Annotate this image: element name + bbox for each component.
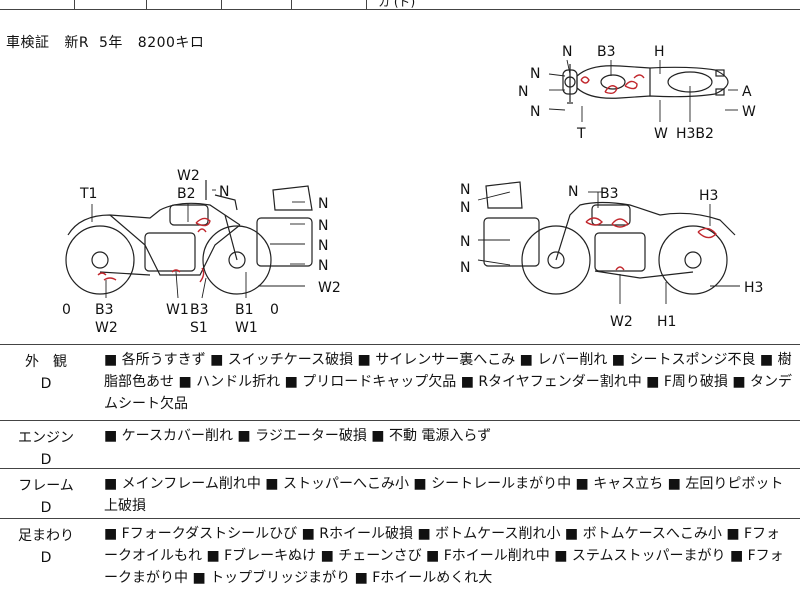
label-left-b3-exhaust: B3 (190, 302, 209, 318)
label-left-zero-rear: 0 (62, 302, 71, 318)
label-top-n2: N (530, 66, 540, 82)
label-right-n3: N (460, 234, 470, 250)
label-left-w2-top: W2 (177, 168, 200, 184)
table-row: エンジン D ■ ケースカバー削れ ■ ラジエーター破損 ■ 不動 電源入らず (0, 421, 800, 469)
label-right-h1: H1 (657, 314, 676, 330)
category-label: 足まわり (18, 528, 74, 544)
label-right-n-handle: N (568, 184, 578, 200)
left-side-motorcycle (65, 180, 313, 295)
table-row: 外 観 D ■ 各所うすきず ■ スイッチケース破損 ■ サイレンサー裏へこみ … (0, 345, 800, 421)
label-left-b2: B2 (177, 186, 196, 202)
inspection-certificate-line: 車検証 新R 5年 8200キロ (6, 32, 204, 52)
label-left-n3: N (318, 238, 328, 254)
label-top-a: A (742, 84, 752, 100)
row-description: ■ 各所うすきず ■ スイッチケース破損 ■ サイレンサー裏へこみ ■ レバー削… (104, 352, 792, 412)
label-left-w1: W1 (166, 302, 189, 318)
label-top-w: W (742, 104, 756, 120)
label-right-w2: W2 (610, 314, 633, 330)
certificate-label: 車検証 (6, 35, 50, 51)
row-description: ■ Fフォークダストシールひび ■ Rホイール破損 ■ ボトムケース削れ小 ■ … (104, 526, 784, 586)
certificate-mileage: 8200キロ (137, 35, 205, 51)
label-left-b1: B1 (235, 302, 254, 318)
row-category: 外 観 D (0, 345, 92, 420)
label-top-h: H (654, 44, 665, 60)
label-left-w2-right: W2 (318, 280, 341, 296)
row-description: ■ メインフレーム削れ中 ■ ストッパーへこみ小 ■ シートレールまがり中 ■ … (104, 476, 784, 514)
label-left-w1-front: W1 (235, 320, 258, 336)
category-grade: D (40, 500, 52, 516)
category-label: 外 観 (25, 354, 67, 370)
top-view-labels: N B3 H N N A N W T W H3B2 (518, 44, 756, 142)
label-left-n1: N (318, 196, 328, 212)
label-right-h3-top: H3 (699, 188, 718, 204)
strip-cell (147, 0, 222, 10)
label-left-t1: T1 (79, 186, 97, 202)
leader-lines (91, 59, 740, 304)
category-grade: D (40, 376, 52, 392)
top-view-motorcycle (562, 64, 729, 104)
table-row: 足まわり D ■ Fフォークダストシールひび ■ Rホイール破損 ■ ボトムケー… (0, 519, 800, 600)
category-grade: D (40, 550, 52, 566)
label-top-t: T (576, 126, 586, 142)
category-label: フレーム (18, 478, 74, 494)
table-row: フレーム D ■ メインフレーム削れ中 ■ ストッパーへこみ小 ■ シートレール… (0, 469, 800, 519)
condition-table: 外 観 D ■ 各所うすきず ■ スイッチケース破損 ■ サイレンサー裏へこみ … (0, 344, 800, 600)
label-top-h3b2: H3B2 (676, 126, 714, 142)
label-left-zero-front: 0 (270, 302, 279, 318)
label-left-n2: N (318, 218, 328, 234)
left-side-labels: W2 B2 N T1 N N N N W2 0 B3 W2 W1 B3 S1 B… (62, 168, 341, 336)
label-right-n1: N (460, 182, 470, 198)
label-right-n4: N (460, 260, 470, 276)
row-description: ■ ケースカバー削れ ■ ラジエーター破損 ■ 不動 電源入らず (104, 428, 492, 444)
label-left-w2-bottom: W2 (95, 320, 118, 336)
right-side-labels: N N N B3 H3 N N H3 W2 H1 (460, 182, 763, 330)
category-grade: D (40, 452, 52, 468)
label-right-h3-bottom: H3 (744, 280, 763, 296)
damage-marks (97, 74, 717, 283)
row-category: フレーム D (0, 469, 92, 518)
strip-cell (0, 0, 75, 10)
label-top-n4: N (530, 104, 540, 120)
label-top-b3: B3 (597, 44, 616, 60)
label-top-w2: W (654, 126, 668, 142)
right-side-motorcycle (483, 181, 736, 295)
previous-row-strip: カ (ド) (0, 0, 800, 10)
motorcycle-damage-diagram: N B3 H N N A N W T W H3B2 W2 B2 N T1 N N… (62, 44, 763, 336)
strip-cell (75, 0, 147, 10)
row-category: エンジン D (0, 421, 92, 468)
label-left-s1: S1 (190, 320, 208, 336)
row-category: 足まわり D (0, 519, 92, 600)
label-right-b3: B3 (600, 186, 619, 202)
certificate-type: 新R (64, 35, 90, 51)
label-left-n-handle: N (219, 184, 229, 200)
strip-tail-text: カ (ド) (378, 0, 416, 9)
strip-cell (292, 0, 367, 10)
damage-diagram-area: N B3 H N N A N W T W H3B2 W2 B2 N T1 N N… (0, 10, 800, 344)
strip-cell (222, 0, 292, 10)
label-top-n3: N (518, 84, 528, 100)
label-left-n4: N (318, 258, 328, 274)
category-label: エンジン (18, 430, 74, 446)
label-right-n2: N (460, 200, 470, 216)
certificate-years: 5年 (99, 35, 123, 51)
label-top-n1: N (562, 44, 572, 60)
label-left-b3: B3 (95, 302, 114, 318)
